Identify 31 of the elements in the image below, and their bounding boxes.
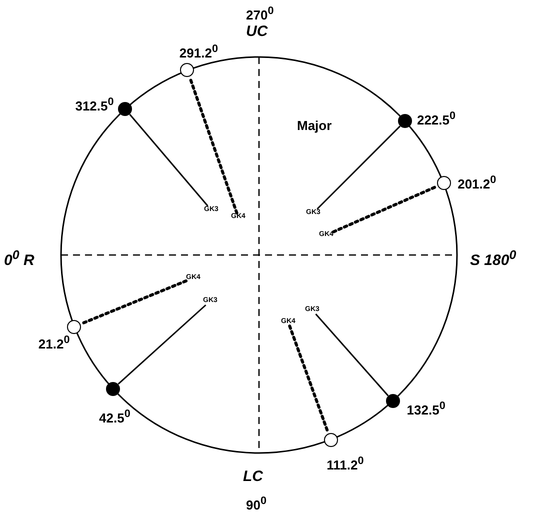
dotted-line xyxy=(79,279,188,326)
open-point xyxy=(67,320,82,334)
open-point xyxy=(180,63,194,78)
axis-label: S 180$^{0}$ xyxy=(470,248,516,268)
filled-point xyxy=(118,102,132,116)
line xyxy=(316,126,401,210)
angle-label: 132.5$^{0}$ xyxy=(406,398,446,418)
angle-label: 270$^{0}$ xyxy=(246,4,274,22)
dotted-line xyxy=(332,184,439,234)
angle-label: 291.2$^{0}$ xyxy=(179,42,218,61)
angle-label: 90$^{0}$ xyxy=(246,494,266,512)
axis-label: LC xyxy=(243,469,263,484)
dotted-line xyxy=(188,76,238,214)
filled-point xyxy=(106,382,120,396)
line xyxy=(129,114,208,206)
filled-point xyxy=(386,394,400,408)
angle-label: 222.5$^{0}$ xyxy=(416,109,456,128)
region-label: Major xyxy=(297,118,332,133)
dotted-line xyxy=(288,324,330,434)
angle-label: 111.2$^{0}$ xyxy=(326,454,364,472)
line xyxy=(315,314,389,396)
filled-point xyxy=(398,114,412,128)
line xyxy=(118,304,206,385)
axis-label: 0$^{0}$ R xyxy=(4,248,34,268)
open-point xyxy=(436,176,451,190)
angle-label: 21.2$^{0}$ xyxy=(38,332,70,351)
open-point xyxy=(324,432,338,447)
angle-label: 42.5$^{0}$ xyxy=(99,406,130,426)
axis-label: UC xyxy=(246,24,268,39)
angle-label: 312.5$^{0}$ xyxy=(75,95,114,114)
angle-label: 201.2$^{0}$ xyxy=(458,173,496,192)
